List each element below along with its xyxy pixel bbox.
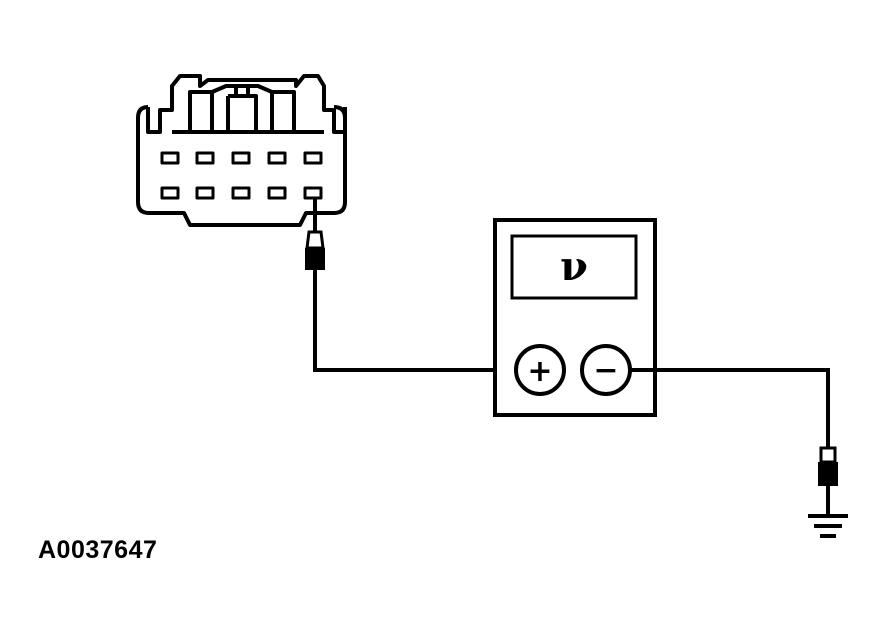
voltmeter-display-symbol: ν	[560, 243, 588, 290]
ground-symbol	[808, 514, 848, 538]
ground-probe	[818, 446, 838, 514]
pin-row-top	[160, 151, 323, 165]
voltmeter-display	[510, 234, 638, 300]
negative-lead-wire	[630, 368, 830, 448]
pin	[195, 186, 215, 200]
positive-terminal	[514, 344, 566, 396]
positive-probe	[305, 198, 325, 276]
connector-latch-inner	[172, 90, 324, 134]
pin-test-point	[303, 186, 323, 200]
pin	[160, 186, 180, 200]
positive-lead-wire	[313, 276, 516, 372]
pin	[160, 151, 180, 165]
pin	[267, 151, 287, 165]
pin	[303, 151, 323, 165]
voltmeter: ν + −	[493, 218, 657, 417]
pin	[231, 186, 251, 200]
pin-row-bottom	[160, 186, 323, 200]
negative-terminal-symbol: −	[593, 353, 618, 388]
pin	[231, 151, 251, 165]
connector-latch	[146, 74, 347, 134]
positive-terminal-symbol: +	[527, 354, 552, 389]
figure-id-label: A0037647	[38, 536, 158, 564]
pin	[267, 186, 287, 200]
connector-clip	[211, 84, 273, 132]
connector	[136, 74, 347, 227]
pin	[195, 151, 215, 165]
